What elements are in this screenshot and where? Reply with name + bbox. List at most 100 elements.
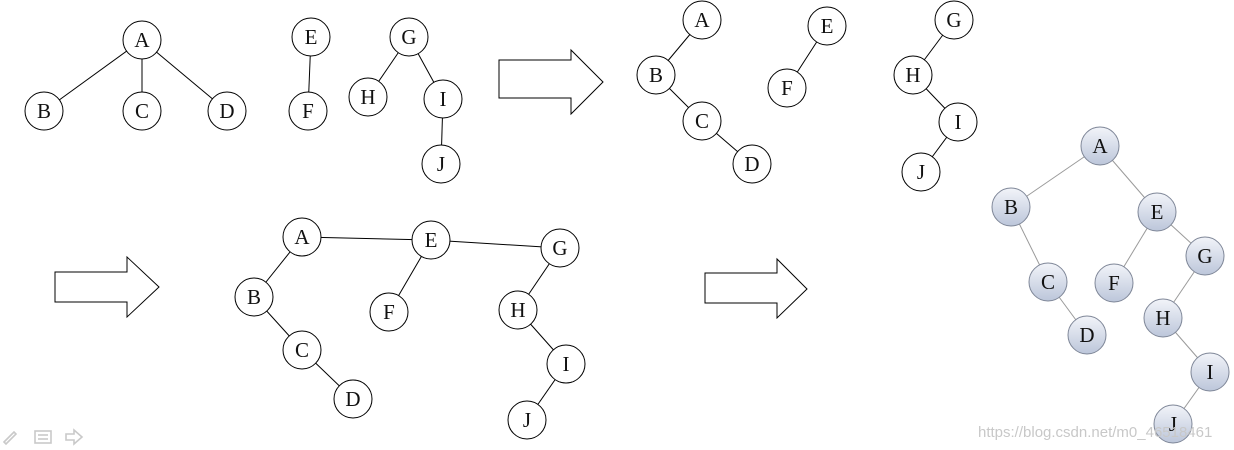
node-circle (122, 20, 162, 60)
menu-icon[interactable] (34, 430, 52, 444)
node-label: B (37, 99, 51, 123)
node-label: G (401, 25, 416, 49)
node-h: H (893, 55, 933, 95)
node-circle (1080, 126, 1120, 166)
node-e: E (411, 220, 451, 260)
node-label: H (360, 85, 375, 109)
node-j: J (901, 152, 941, 192)
node-label: F (302, 99, 314, 123)
node-j: J (507, 400, 547, 440)
node-label: H (905, 63, 920, 87)
node-circle (1067, 315, 1107, 355)
node-circle (1153, 404, 1193, 444)
node-h: H (348, 77, 388, 117)
node-c: C (282, 330, 322, 370)
node-circle (934, 0, 974, 40)
node-circle (498, 290, 538, 330)
node-circle (207, 91, 247, 131)
node-circle (348, 77, 388, 117)
node-j: J (1153, 404, 1193, 444)
node-circle (423, 79, 463, 119)
node-label: C (295, 338, 309, 362)
node-c: C (682, 101, 722, 141)
node-label: D (1079, 323, 1094, 347)
node-label: E (425, 228, 438, 252)
node-a: A (122, 20, 162, 60)
node-label: D (345, 387, 360, 411)
node-label: B (247, 285, 261, 309)
node-circle (1143, 298, 1183, 338)
node-f: F (288, 91, 328, 131)
node-circle (893, 55, 933, 95)
node-b: B (991, 187, 1031, 227)
node-circle (1094, 263, 1134, 303)
node-circle (540, 228, 580, 268)
transform-arrow-2 (54, 255, 160, 319)
node-circle (282, 217, 322, 257)
node-circle (636, 55, 676, 95)
node-label: C (1041, 270, 1055, 294)
node-circle (938, 102, 978, 142)
node-circle (24, 91, 64, 131)
node-label: A (1092, 134, 1108, 158)
node-label: G (1197, 244, 1212, 268)
node-circle (732, 144, 772, 184)
watermark-text: https://blog.csdn.net/m0_46518461 (978, 424, 1212, 441)
node-label: J (523, 408, 531, 432)
edge-e-g (430, 239, 561, 249)
node-i: I (546, 344, 586, 384)
node-j: J (421, 144, 461, 184)
node-e: E (291, 17, 331, 57)
node-circle (1137, 192, 1177, 232)
node-label: E (821, 14, 834, 38)
transform-arrow-1 (498, 48, 604, 116)
node-label: G (552, 236, 567, 260)
node-circle (421, 144, 461, 184)
node-circle (767, 68, 807, 108)
node-label: G (946, 8, 961, 32)
node-b: B (234, 277, 274, 317)
node-circle (682, 101, 722, 141)
node-f: F (1094, 263, 1134, 303)
node-g: G (934, 0, 974, 40)
edge-a-b (43, 39, 143, 112)
node-label: A (694, 8, 710, 32)
node-circle (288, 91, 328, 131)
node-label: F (1108, 271, 1120, 295)
node-a: A (1080, 126, 1120, 166)
node-circle (389, 17, 429, 57)
node-circle (901, 152, 941, 192)
node-c: C (1028, 262, 1068, 302)
node-circle (682, 0, 722, 40)
node-label: H (1155, 306, 1170, 330)
edge-a-e (301, 236, 432, 241)
node-b: B (636, 55, 676, 95)
node-label: J (437, 152, 445, 176)
node-h: H (498, 290, 538, 330)
node-label: E (1151, 200, 1164, 224)
node-circle (369, 292, 409, 332)
node-f: F (369, 292, 409, 332)
next-slide-icon[interactable] (65, 428, 84, 446)
node-circle (546, 344, 586, 384)
node-i: I (938, 102, 978, 142)
node-d: D (732, 144, 772, 184)
node-label: D (744, 152, 759, 176)
node-e: E (1137, 192, 1177, 232)
pen-icon[interactable] (2, 430, 18, 446)
node-circle (234, 277, 274, 317)
node-label: F (383, 300, 395, 324)
node-g: G (1185, 236, 1225, 276)
node-g: G (389, 17, 429, 57)
node-label: I (1207, 360, 1214, 384)
node-label: C (135, 99, 149, 123)
node-circle (122, 91, 162, 131)
node-label: D (219, 99, 234, 123)
node-i: I (1190, 352, 1230, 392)
node-label: H (510, 298, 525, 322)
node-label: J (1169, 412, 1177, 436)
node-circle (1185, 236, 1225, 276)
